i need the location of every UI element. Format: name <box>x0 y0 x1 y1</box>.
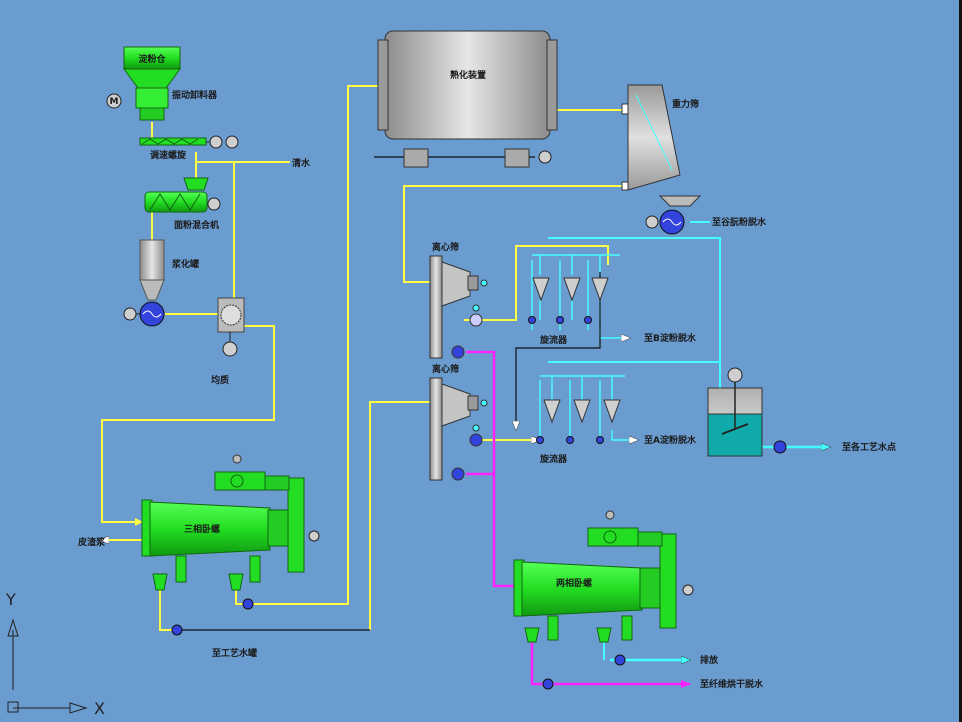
centrifugal-screen-2-label: 离心筛 <box>432 363 459 375</box>
water-in-label: 清水 <box>292 157 311 169</box>
to-b-starch-dewatering-label: 至B淀粉脱水 <box>644 332 697 344</box>
centrifugal-screen-2[interactable] <box>429 377 488 481</box>
cyclone-group-2-label: 旋流器 <box>539 453 568 465</box>
homogenizer-label: 均质 <box>211 374 229 386</box>
metering-screw-label: 调速螺旋 <box>150 149 187 161</box>
centrifugal-screen-1-label: 离心筛 <box>432 241 459 253</box>
feed-pump[interactable] <box>123 301 165 327</box>
motor-hopper[interactable]: M <box>106 93 122 109</box>
buffer-tank-label: 浆化罐 <box>171 258 199 270</box>
axis-x-label: X <box>94 699 105 718</box>
cyclone-group-2[interactable] <box>536 399 621 444</box>
buffer-tank[interactable] <box>139 239 165 301</box>
three-phase-decanter[interactable]: 三相卧螺 <box>141 454 320 636</box>
to-process-water-tank-label: 至各工艺水点 <box>842 441 896 453</box>
gravity-screen-label: 重力筛 <box>672 98 699 110</box>
flour-mixer[interactable] <box>144 177 221 213</box>
discharge-label: 排放 <box>700 654 719 666</box>
gravity-screen[interactable] <box>621 84 702 235</box>
axis-y-label: Y <box>5 590 16 609</box>
cyclone-group-1[interactable] <box>528 277 609 324</box>
vibrating-discharger-label: 振动卸料器 <box>172 89 218 101</box>
curing-device[interactable]: 熟化装置 <box>377 30 558 168</box>
cyclone-group-1-label: 旋流器 <box>539 334 568 346</box>
two-phase-decanter-label: 两相卧螺 <box>556 577 592 589</box>
flour-mixer-label: 面粉混合机 <box>174 219 219 231</box>
two-phase-decanter[interactable]: 两相卧螺 <box>513 510 694 690</box>
three-phase-decanter-label: 三相卧螺 <box>184 523 220 535</box>
process-water-tank[interactable] <box>707 367 787 457</box>
to-process-water-label: 至工艺水罐 <box>212 647 257 659</box>
hopper-label: 淀粉仓 <box>138 53 166 65</box>
ucs-axis-icon: Y X <box>5 590 105 718</box>
pipelines <box>100 85 830 688</box>
to-fiber-dewatering-label: 至纤维烘干脱水 <box>700 678 764 690</box>
centrifugal-screen-1[interactable] <box>429 255 488 359</box>
curing-device-label: 熟化装置 <box>450 69 486 81</box>
motor-symbol: M <box>110 97 119 107</box>
to-gluten-dewatering-label: 至谷朊粉脱水 <box>712 216 767 228</box>
pentosan-out-label: 皮渣浆 <box>77 536 106 548</box>
to-a-starch-dewatering-label: 至A淀粉脱水 <box>644 434 697 446</box>
metering-screw[interactable] <box>139 135 239 149</box>
starch-hopper[interactable]: 淀粉仓 <box>123 46 181 121</box>
homogenizer[interactable] <box>217 297 245 357</box>
